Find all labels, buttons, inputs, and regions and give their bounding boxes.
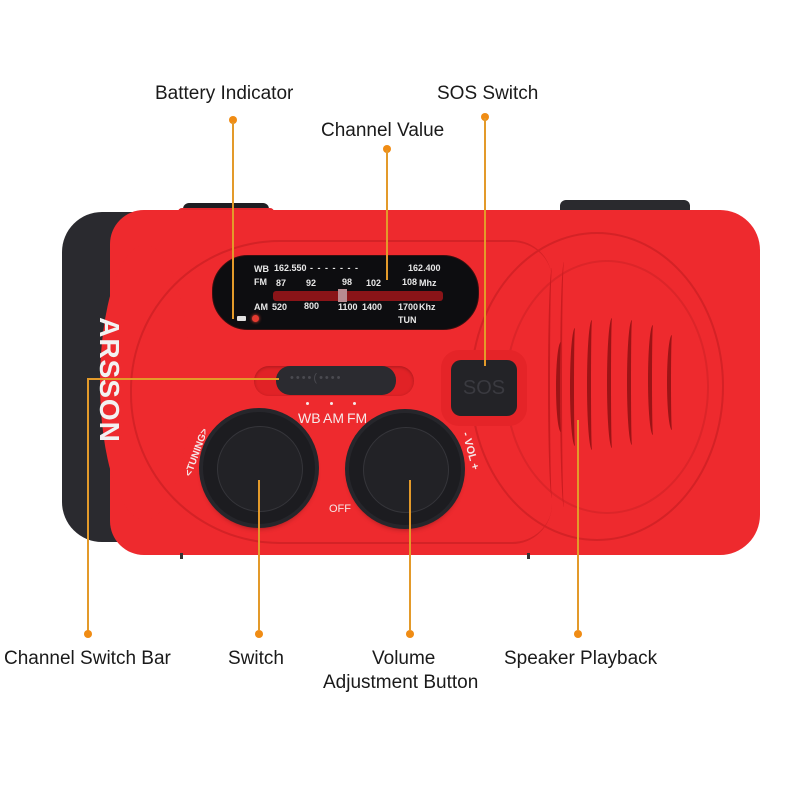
- volume-knob[interactable]: [349, 413, 461, 525]
- sos-button[interactable]: SOS: [451, 360, 517, 416]
- callout-dot-speaker: [574, 630, 582, 638]
- fm-band-label: FM: [254, 277, 267, 287]
- tuning-knob-cap: [217, 426, 303, 512]
- brand-logo: ARSSON: [94, 317, 125, 443]
- wb-dashes: - - - - - - -: [310, 263, 359, 273]
- callout-line-switch-bar-h: [87, 378, 279, 380]
- callout-dot-battery: [229, 116, 237, 124]
- callout-line-volume: [409, 480, 411, 630]
- speaker-slit: [556, 342, 566, 432]
- am-tick: 800: [304, 301, 320, 311]
- fm-tick: 87: [276, 278, 287, 288]
- tun-label: TUN: [398, 315, 417, 325]
- band-dot-fm: [353, 402, 356, 405]
- callout-dot-sos: [481, 113, 489, 121]
- callout-dot-channel-value: [383, 145, 391, 153]
- callout-switch: Switch: [228, 648, 284, 669]
- speaker-slit: [648, 325, 658, 435]
- am-unit: Khz: [419, 302, 436, 312]
- callout-line-switch-bar-v: [87, 378, 89, 631]
- am-tick: 1400: [362, 302, 383, 312]
- speaker-groove: [548, 268, 556, 498]
- callout-dot-volume: [406, 630, 414, 638]
- speaker-slit: [627, 320, 637, 445]
- fm-tick: 92: [306, 278, 317, 288]
- am-band-label: AM: [254, 302, 268, 312]
- channel-switch-bar[interactable]: ••••(••••: [276, 366, 396, 395]
- switch-bar-texture: ••••(••••: [290, 372, 343, 384]
- band-am: AM: [323, 410, 344, 426]
- fm-tick: 98: [342, 277, 353, 287]
- speaker-slit: [667, 335, 677, 430]
- callout-channel-value: Channel Value: [321, 120, 445, 141]
- off-label: OFF: [329, 503, 351, 515]
- battery-icon: [237, 316, 246, 321]
- callout-line-sos: [484, 118, 486, 366]
- callout-line-switch: [258, 480, 260, 630]
- callout-volume-line1: Volume: [372, 648, 436, 669]
- callout-dot-switch-bar: [84, 630, 92, 638]
- speaker-slit: [570, 328, 580, 446]
- foot: [527, 553, 530, 559]
- callout-dot-switch: [255, 630, 263, 638]
- callout-sos-switch: SOS Switch: [437, 83, 539, 104]
- callout-line-channel-value: [386, 150, 388, 280]
- band-dot-wb: [306, 402, 309, 405]
- am-tick: 520: [272, 302, 288, 312]
- speaker-slit: [587, 320, 597, 450]
- speaker-slit: [607, 318, 617, 448]
- wb-start: 162.550: [274, 263, 307, 273]
- wb-band-label: WB: [254, 264, 269, 274]
- am-tick: 1100: [338, 302, 358, 312]
- band-dot-am: [330, 402, 333, 405]
- fm-tick: 108: [402, 277, 418, 287]
- indicator-led: [252, 315, 259, 322]
- tuning-needle: [338, 289, 347, 302]
- front-ring: [130, 240, 552, 544]
- band-fm: FM: [347, 410, 368, 426]
- band-wb: WB: [298, 410, 321, 426]
- wb-end: 162.400: [408, 263, 441, 273]
- am-tick: 1700: [398, 302, 419, 312]
- callout-line-speaker: [577, 420, 579, 630]
- tuning-knob[interactable]: [203, 412, 315, 524]
- callout-volume-line2: Adjustment Button: [323, 672, 479, 693]
- fm-unit: Mhz: [419, 278, 437, 288]
- callout-speaker-playback: Speaker Playback: [504, 648, 658, 669]
- callout-battery-indicator: Battery Indicator: [155, 83, 294, 104]
- volume-knob-cap: [363, 427, 449, 513]
- foot: [180, 553, 183, 559]
- tuning-scale: [273, 291, 443, 301]
- callout-line-battery: [232, 122, 234, 319]
- callout-channel-switch-bar: Channel Switch Bar: [4, 648, 171, 669]
- fm-tick: 102: [366, 278, 382, 288]
